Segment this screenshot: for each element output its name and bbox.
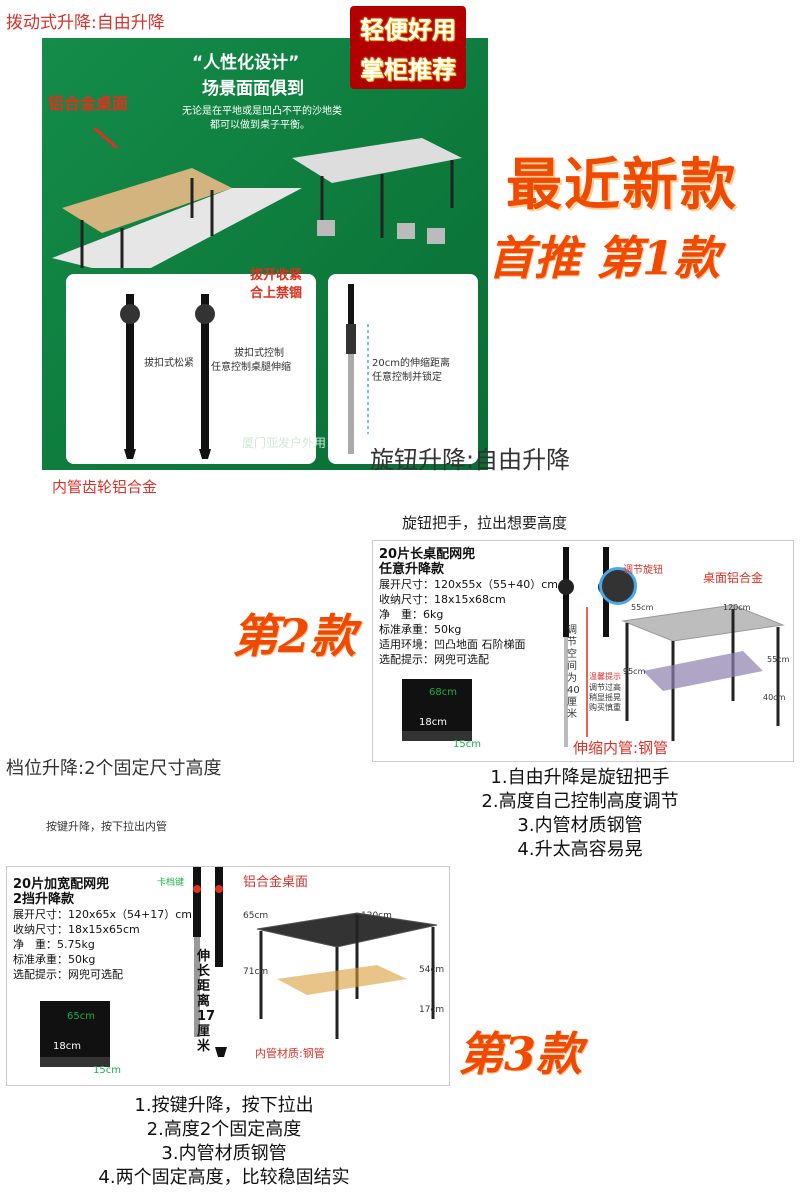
model3-label: 第3款 xyxy=(458,1027,583,1081)
point2-2: 2.高度自己控制高度调节 xyxy=(481,791,679,812)
card3-title-2: 2挡升降款 xyxy=(13,892,75,907)
tabletop-label-2: 桌面铝合金 xyxy=(703,571,764,585)
card2-dim-95: 95cm xyxy=(623,667,646,676)
card3-dim-120: 120cm xyxy=(361,911,392,921)
bag3-dim-15: 15cm xyxy=(93,1065,121,1076)
arrow-tabletop xyxy=(92,128,118,150)
card3-dim-65: 65cm xyxy=(243,911,269,921)
card2-spec-tip: 选配提示：网兜可选配 xyxy=(379,653,489,666)
table-illustrations xyxy=(52,128,462,268)
clip-label: 卡档键 xyxy=(157,878,185,888)
marble-slab xyxy=(52,188,302,268)
storage-bag-2 xyxy=(402,679,472,741)
design-desc-2: 都可以做到桌子平衡。 xyxy=(210,120,310,131)
watermark: 厦门亚发户外用 xyxy=(242,436,327,450)
leg-button-illustration-3 xyxy=(193,867,227,1057)
label-pull-lock-1: 拔开收紧 xyxy=(250,268,303,283)
bag2-dim-15: 15cm xyxy=(453,739,481,750)
label-pull-lock-2: 合上禁锢 xyxy=(250,286,303,301)
label-stretch-1: 20cm的伸缩距离 xyxy=(372,358,450,369)
table-illustration-2 xyxy=(621,604,785,741)
point3-4: 4.两个固定高度，比较稳固结实 xyxy=(98,1167,350,1188)
card2-dim-55b: 55cm xyxy=(767,655,790,664)
bag2-dim-18: 18cm xyxy=(419,717,447,728)
card2-spec-size: 展开尺寸：120x55x（55+40）cm xyxy=(379,578,558,591)
card2-spec-fold: 收纳尺寸：18x15x68cm xyxy=(379,593,506,606)
card2-title-2: 任意升降款 xyxy=(379,562,445,577)
section1-caption: 拨动式升降:自由升降 xyxy=(6,13,165,33)
card2-spec-load: 标准承重：50kg xyxy=(379,623,462,636)
tabletop-label-3: 铝合金桌面 xyxy=(243,875,309,890)
point2-1: 1.自由升降是旋钮把手 xyxy=(490,767,670,788)
adjust-label: 调节空间为40厘米 xyxy=(567,625,580,720)
card3-title-1: 20片加宽配网兜 xyxy=(13,877,110,892)
label-stretch-2: 任意控制并锁定 xyxy=(372,372,442,383)
badge-top: 轻便好用 xyxy=(350,6,466,49)
label-control-2: 任意控制桌腿伸缩 xyxy=(211,362,291,373)
inner-tube-label-2: 伸缩内管:钢管 xyxy=(573,739,669,757)
section3-caption: 档位升降:2个固定尺寸高度 xyxy=(6,758,222,779)
card2-spec-weight: 净 重：6kg xyxy=(379,608,444,621)
product-panel-1: “人性化设计” 场景面面俱到 无论是在平地或是凹凸不平的沙地类 都可以做到桌子平… xyxy=(42,38,488,470)
callout-button: 按键升降，按下拉出内管 xyxy=(46,820,167,833)
label-inner-tube-1: 内管齿轮铝合金 xyxy=(52,478,158,496)
section2-caption: 旋钮升降:自由升降 xyxy=(370,446,571,474)
point2-3: 3.内管材质钢管 xyxy=(517,815,643,836)
points-list-3: 1.按键升降，按下拉出 2.高度2个固定高度 3.内管材质钢管 4.两个固定高度… xyxy=(54,1094,394,1190)
stretch-label-3: 伸长距离17厘米 xyxy=(197,949,216,1054)
product-card-2: 20片长桌配网兜 任意升降款 展开尺寸：120x55x（55+40）cm 收纳尺… xyxy=(372,540,794,762)
knob-detail-icon xyxy=(599,567,637,605)
callout-knob-handle: 旋钮把手，拉出想要高度 xyxy=(402,514,568,532)
card2-dim-40: 40cm xyxy=(763,693,786,702)
knob-label: 调节旋钮 xyxy=(623,565,663,576)
warm-tip-text: 调节过高 稍显摇晃 购买慎重 xyxy=(589,683,621,712)
points-list-2: 1.自由升降是旋钮把手 2.高度自己控制高度调节 3.内管材质钢管 4.升太高容… xyxy=(430,766,730,862)
bag2-dim-68: 68cm xyxy=(429,687,457,698)
card2-dim-120: 120cm xyxy=(723,603,751,612)
label-loosen: 拔扣式松紧 xyxy=(144,358,194,369)
table-illustration-3 xyxy=(256,912,438,1039)
point3-3: 3.内管材质钢管 xyxy=(161,1143,287,1164)
point3-1: 1.按键升降，按下拉出 xyxy=(134,1095,314,1116)
warm-tip: 温馨提示 xyxy=(589,672,621,681)
card3-spec-weight: 净 重：5.75kg xyxy=(13,938,95,951)
bag3-dim-18: 18cm xyxy=(53,1041,81,1052)
point2-4: 4.升太高容易晃 xyxy=(517,839,643,860)
badge-bottom: 掌柜推荐 xyxy=(350,46,466,89)
label-control-1: 拔扣式控制 xyxy=(234,348,284,359)
aluminum-tabletop xyxy=(292,138,462,183)
leg-detail-card: 拔扣式松紧 拔扣式控制 任意控制桌腿伸缩 xyxy=(66,274,316,464)
model2-label: 第2款 xyxy=(232,609,357,663)
card2-spec-env: 适用环境：凹凸地面 石阶梯面 xyxy=(379,638,526,651)
card3-spec-fold: 收纳尺寸：18x15x65cm xyxy=(13,923,140,936)
card3-dim-54: 54cm xyxy=(419,965,445,975)
wood-tabletop xyxy=(62,168,232,233)
card3-spec-load: 标准承重：50kg xyxy=(13,953,96,966)
subheadline: 首推 第1款 xyxy=(488,231,721,285)
card3-spec-tip: 选配提示：网兜可选配 xyxy=(13,968,123,981)
inner-tube-label-3: 内管材质:钢管 xyxy=(255,1047,325,1060)
storage-bag-3 xyxy=(40,1001,110,1067)
stretch-detail-card: 20cm的伸缩距离 任意控制并锁定 xyxy=(328,274,478,464)
card2-title-1: 20片长桌配网兜 xyxy=(379,547,476,562)
design-subtitle: 场景面面俱到 xyxy=(202,79,304,99)
headline: 最近新款 xyxy=(506,153,738,218)
design-desc-1: 无论是在平地或是凹凸不平的沙地类 xyxy=(182,106,342,117)
product-card-3: 20片加宽配网兜 2挡升降款 展开尺寸：120x65x（54+17）cm 收纳尺… xyxy=(6,866,450,1086)
design-title: “人性化设计” xyxy=(192,53,300,73)
label-tabletop: 铝合金桌面 xyxy=(48,94,129,113)
card3-spec-size: 展开尺寸：120x65x（54+17）cm xyxy=(13,908,192,921)
point3-2: 2.高度2个固定高度 xyxy=(146,1119,302,1140)
card3-dim-17: 17cm xyxy=(419,1005,445,1015)
card2-dim-55: 55cm xyxy=(631,603,654,612)
bag3-dim-65: 65cm xyxy=(67,1011,95,1022)
card3-dim-71: 71cm xyxy=(243,967,269,977)
